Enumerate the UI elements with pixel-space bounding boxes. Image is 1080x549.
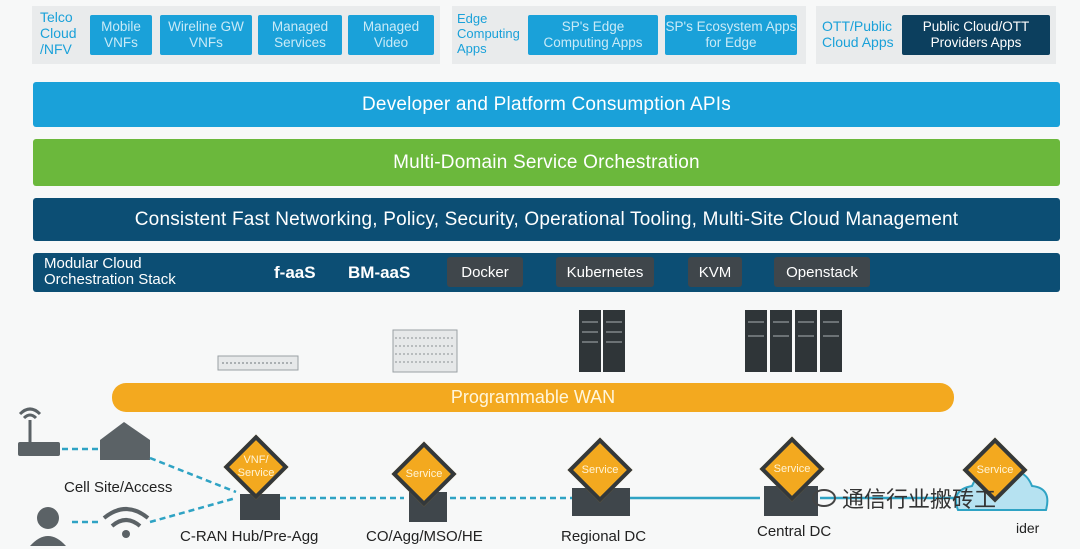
tile-sp-edge-apps: SP's Edge Computing Apps [528,15,658,55]
hardware-layer [217,310,842,373]
pill-docker: Docker [447,257,523,287]
pill-kubernetes: Kubernetes [556,257,654,287]
rack-row-icon [745,310,842,372]
tile-public-cloud-ott-apps: Public Cloud/OTT Providers Apps [902,15,1050,55]
switch-icon [217,355,299,371]
wechat-icon [812,489,836,507]
pill-kvm: KVM [688,257,742,287]
watermark-text: 通信行业搬砖工 [842,488,997,513]
home-icon [100,422,150,460]
diamond-co-label: Service [405,467,443,480]
programmable-wan-bar: Programmable WAN [112,383,954,412]
band-consistent-networking: Consistent Fast Networking, Policy, Secu… [33,198,1060,241]
connection-lines [18,407,1049,546]
diamond-cran-label: VNF/ Service [237,454,275,479]
pill-openstack: Openstack [774,257,870,287]
diamond-cloud: Service [962,437,1028,503]
wifi-icon [102,507,150,538]
server-stack-icon [392,329,458,373]
edge-computing-title: Edge Computing Apps [457,11,523,56]
tile-mobile-vnfs: Mobile VNFs [90,15,152,55]
band-service-orchestration: Multi-Domain Service Orchestration [33,139,1060,186]
stack-faas: f-aaS [274,263,316,282]
telco-cloud-title: Telco Cloud /NFV [40,9,77,57]
diamond-regional-label: Service [581,463,619,476]
wifi-router-icon [18,407,60,456]
diamond-regional: Service [567,437,633,503]
label-cran-hub: C-RAN Hub/Pre-Agg [180,528,319,545]
label-cloud-provider: ider [1016,520,1040,536]
diamond-cloud-label: Service [976,463,1014,476]
label-cell-site: Cell Site/Access [64,479,173,496]
stack-bmaas: BM-aaS [348,263,411,282]
diamond-cran: VNF/ Service [223,434,289,500]
tile-managed-video: Managed Video [348,15,434,55]
building-icon [240,486,818,522]
label-co-agg: CO/Agg/MSO/HE [366,528,483,545]
watermark: 通信行业搬砖工 [812,482,996,514]
edge-title-text: Edge Computing Apps [457,11,520,56]
label-central-dc: Central DC [757,523,832,540]
diamond-co: Service [391,441,457,507]
user-icon [30,507,66,546]
diamond-central-label: Service [773,462,811,475]
label-regional-dc: Regional DC [561,528,647,545]
diamond-central: Service [759,436,825,502]
stack-title: Modular Cloud Orchestration Stack [44,255,176,288]
tile-managed-services: Managed Services [258,15,342,55]
orchestration-stack-bar [33,253,1060,292]
ott-title: OTT/Public Cloud Apps [822,18,894,50]
tile-sp-ecosystem-apps: SP's Ecosystem Apps for Edge [665,15,797,55]
band-developer-apis: Developer and Platform Consumption APIs [33,82,1060,127]
tile-wireline-gw-vnfs: Wireline GW VNFs [160,15,252,55]
rack-pair-icon [579,310,625,372]
